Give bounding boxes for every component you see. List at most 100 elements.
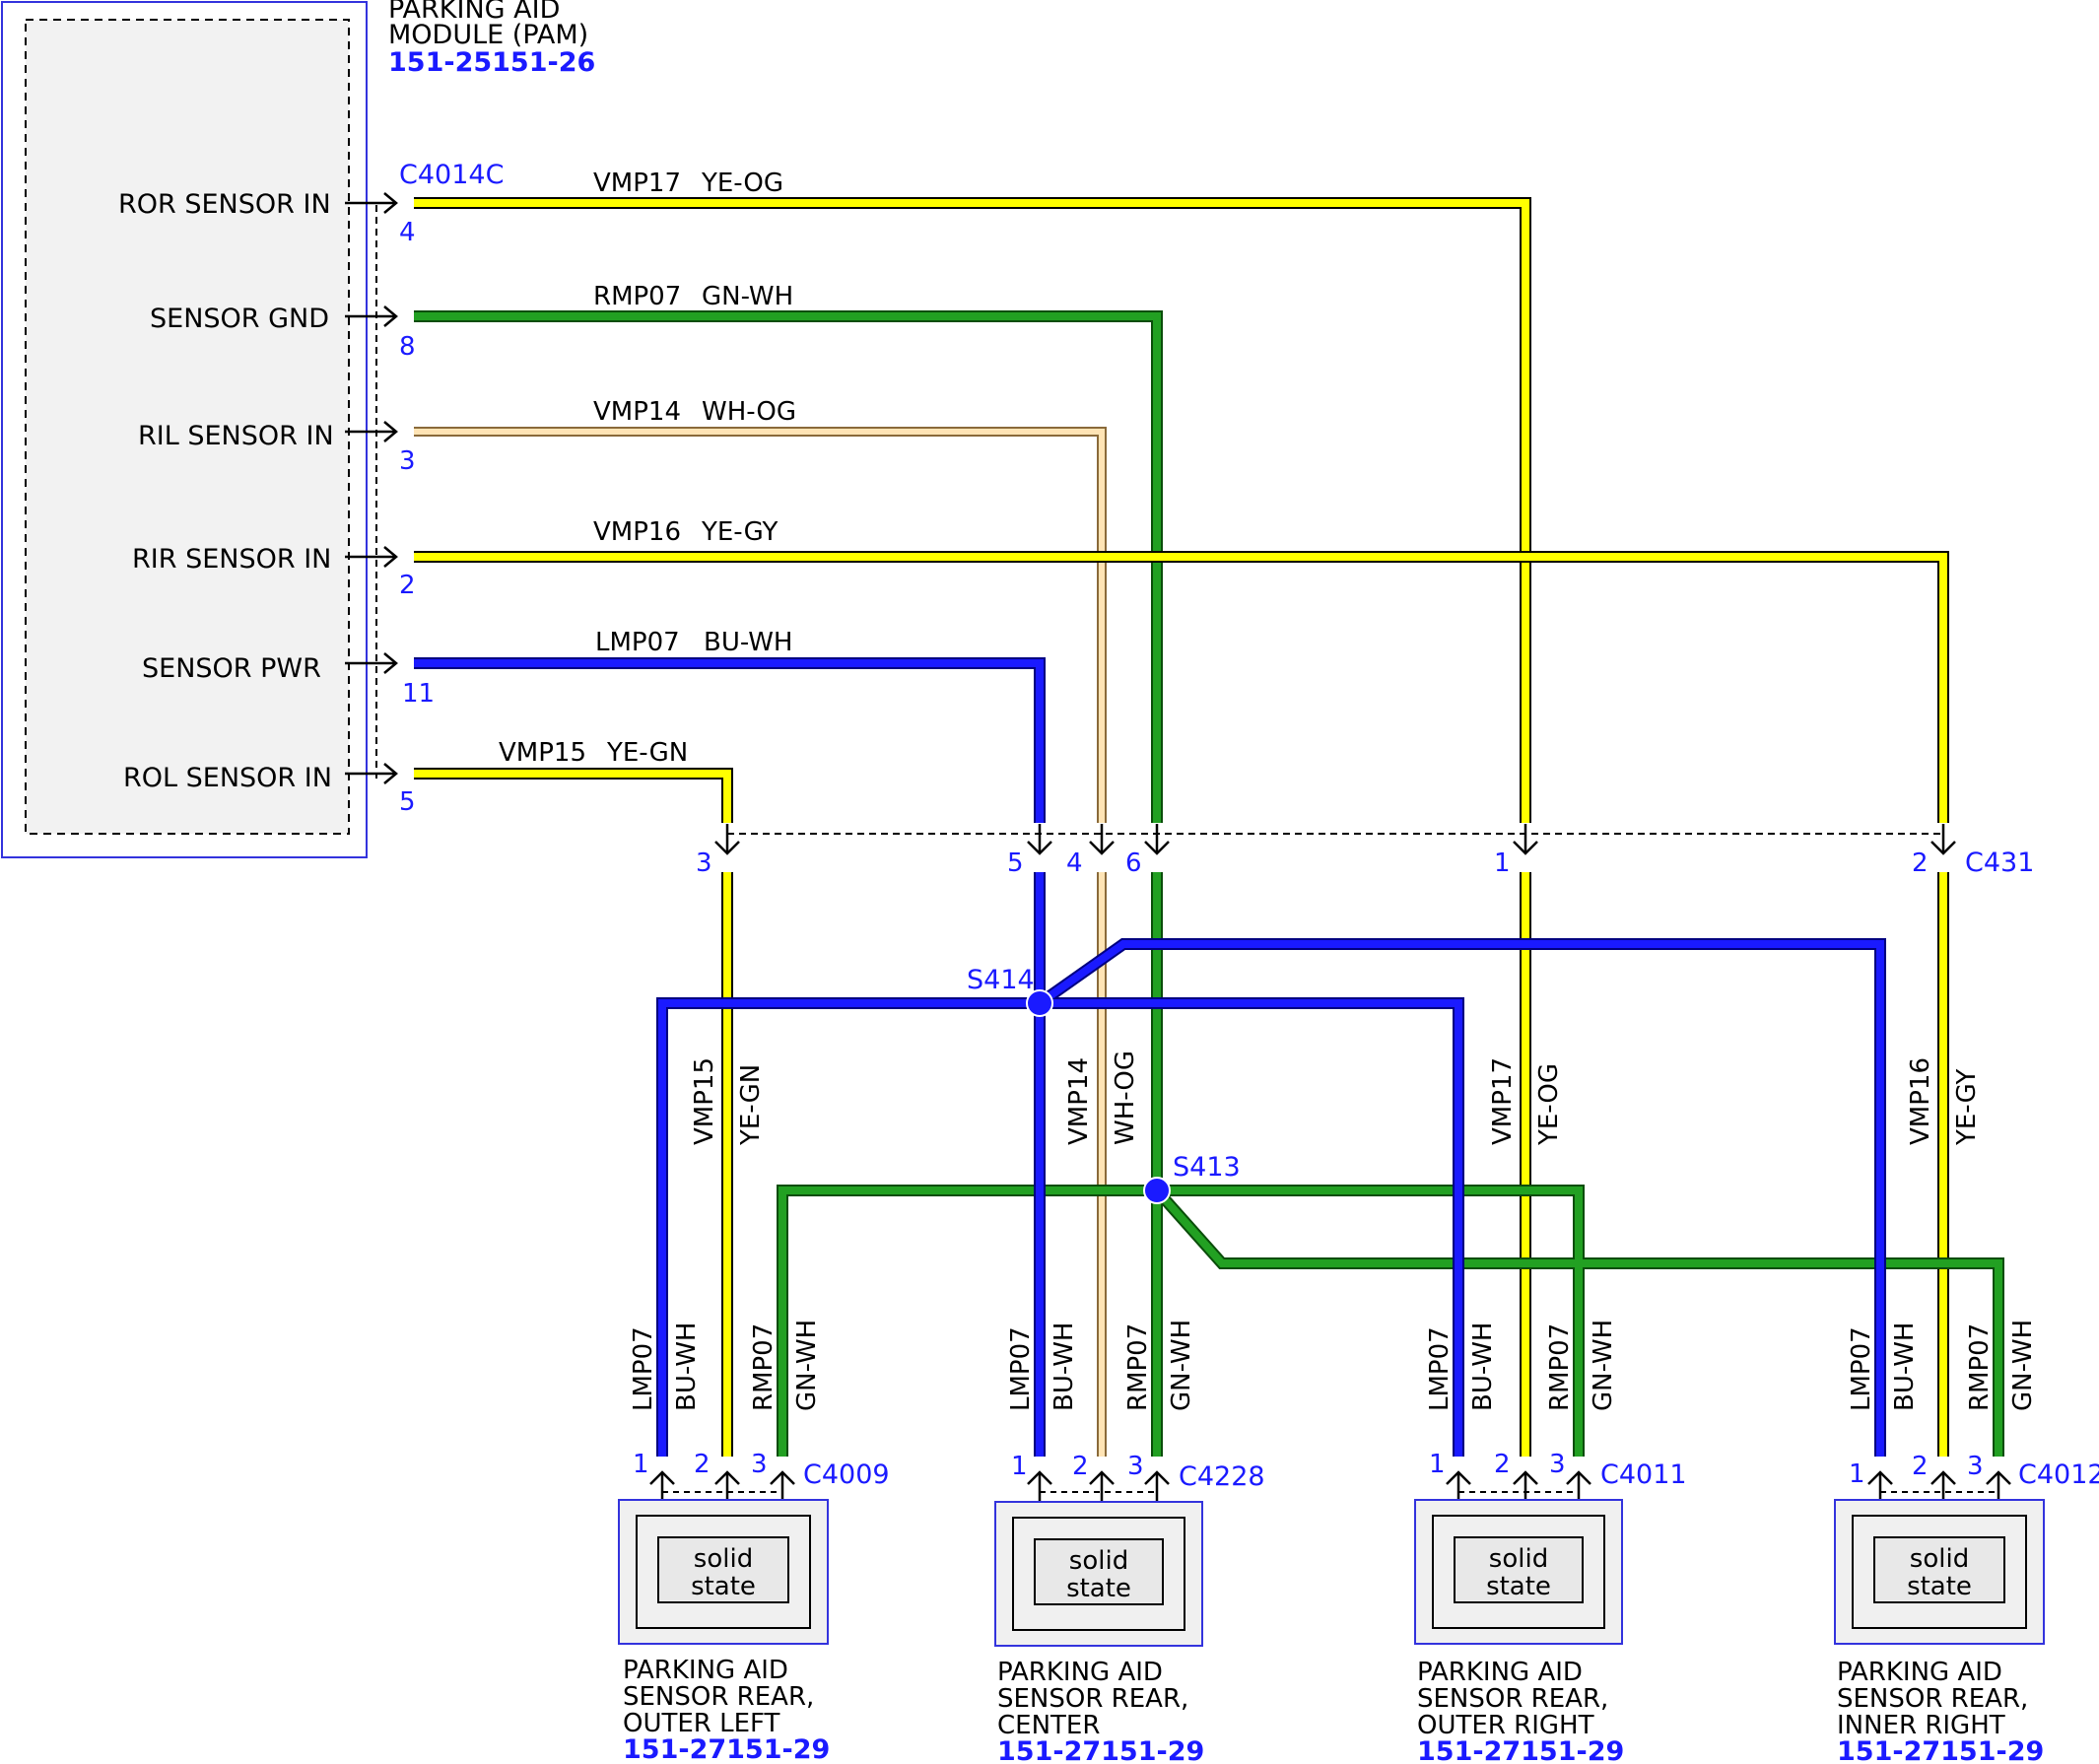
pin-label-pwr: SENSOR PWR — [142, 653, 321, 684]
wire-label-lmp07: LMP07 — [595, 628, 680, 657]
svg-text:SENSOR REAR,: SENSOR REAR, — [1417, 1684, 1608, 1714]
wire-label-vmp16: VMP16 — [593, 517, 681, 547]
svg-text:RMP07: RMP07 — [1965, 1323, 1995, 1411]
wire-label-rmp07: RMP07 — [593, 282, 681, 311]
svg-text:1: 1 — [1011, 1452, 1028, 1481]
svg-text:151-27151-29: 151-27151-29 — [1837, 1736, 2044, 1764]
wire-vmp15-upper — [414, 768, 733, 823]
splice-s413 — [1143, 1177, 1171, 1204]
pin-label-rol: ROL SENSOR IN — [123, 763, 332, 793]
svg-text:PARKING AID: PARKING AID — [997, 1658, 1163, 1687]
svg-text:1: 1 — [633, 1450, 649, 1479]
pin-number-rir: 2 — [399, 571, 416, 600]
svg-text:151-27151-29: 151-27151-29 — [1417, 1736, 1624, 1764]
c431-name: C431 — [1965, 848, 2034, 878]
svg-text:3: 3 — [1549, 1450, 1566, 1479]
svg-text:RMP07: RMP07 — [749, 1323, 779, 1411]
svg-text:1: 1 — [1429, 1450, 1446, 1479]
svg-text:3: 3 — [751, 1450, 768, 1479]
splice-s414 — [1026, 989, 1053, 1017]
svg-text:SENSOR REAR,: SENSOR REAR, — [1837, 1684, 2028, 1714]
svg-text:solid: solid — [1069, 1546, 1128, 1576]
svg-text:PARKING AID: PARKING AID — [1417, 1658, 1583, 1687]
svg-text:BU-WH: BU-WH — [1468, 1323, 1498, 1411]
wire-label-yeog: YE-OG — [701, 169, 783, 198]
pin-number-rol: 5 — [399, 787, 416, 817]
svg-text:state: state — [1907, 1572, 1972, 1601]
svg-text:VMP14: VMP14 — [1064, 1057, 1094, 1145]
svg-text:GN-WH: GN-WH — [792, 1320, 822, 1411]
c431-pin-6: 6 — [1125, 848, 1142, 878]
svg-text:BU-WH: BU-WH — [672, 1323, 702, 1411]
svg-text:GN-WH: GN-WH — [1589, 1320, 1618, 1411]
svg-text:LMP07: LMP07 — [1006, 1326, 1036, 1411]
svg-text:YE-GY: YE-GY — [1952, 1069, 1982, 1146]
svg-text:PARKING AID: PARKING AID — [623, 1656, 788, 1685]
wire-label-yegy: YE-GY — [701, 517, 778, 547]
c431-pin-5: 5 — [1007, 848, 1024, 878]
sensor-inner-right: 1 2 3 C4012 solid state PARKING AID SENS… — [1834, 1452, 2099, 1764]
drop-labels: LMP07 BU-WH RMP07 GN-WH LMP07 BU-WH RMP0… — [629, 1320, 2038, 1411]
wire-label-vmp17: VMP17 — [593, 169, 681, 198]
svg-text:C4228: C4228 — [1179, 1461, 1265, 1492]
vertical-signal-labels: VMP15 YE-GN VMP14 WH-OG VMP17 YE-OG VMP1… — [690, 1051, 1982, 1146]
module-connector-name: C4014C — [399, 160, 504, 190]
splice-s414-label: S414 — [967, 965, 1035, 995]
svg-text:BU-WH: BU-WH — [1050, 1323, 1079, 1411]
pin-number-pwr: 11 — [402, 679, 435, 709]
module-title-line2: MODULE (PAM) — [388, 20, 588, 50]
c431-pin-1: 1 — [1494, 848, 1511, 878]
sensor-outer-left: 1 2 3 C4009 solid state PARKING AID SENS… — [618, 1450, 890, 1764]
wire-label-yegn: YE-GN — [606, 738, 688, 768]
svg-text:151-27151-29: 151-27151-29 — [997, 1736, 1204, 1764]
splice-s413-label: S413 — [1173, 1152, 1241, 1183]
svg-text:2: 2 — [1072, 1452, 1089, 1481]
svg-text:SENSOR REAR,: SENSOR REAR, — [997, 1684, 1188, 1714]
c431-chevrons — [714, 824, 1956, 855]
svg-text:C4012: C4012 — [2018, 1459, 2099, 1490]
wire-label-vmp14: VMP14 — [593, 397, 681, 427]
svg-text:RMP07: RMP07 — [1545, 1323, 1575, 1411]
svg-text:CENTER: CENTER — [997, 1711, 1100, 1740]
svg-text:RMP07: RMP07 — [1123, 1323, 1153, 1411]
svg-text:INNER RIGHT: INNER RIGHT — [1837, 1711, 2005, 1740]
svg-text:LMP07: LMP07 — [1425, 1326, 1455, 1411]
svg-text:BU-WH: BU-WH — [1890, 1323, 1920, 1411]
svg-text:LMP07: LMP07 — [629, 1326, 658, 1411]
module-inner-box — [25, 19, 350, 835]
svg-text:2: 2 — [694, 1450, 711, 1479]
wire-label-gnwh: GN-WH — [702, 282, 793, 311]
wire-label-buwh: BU-WH — [704, 628, 792, 657]
svg-text:151-27151-29: 151-27151-29 — [623, 1734, 830, 1764]
pin-label-ril: RIL SENSOR IN — [138, 421, 334, 451]
svg-text:SENSOR REAR,: SENSOR REAR, — [623, 1682, 814, 1712]
pin-label-ror: ROR SENSOR IN — [118, 189, 331, 220]
svg-text:state: state — [691, 1572, 756, 1601]
pin-label-rir: RIR SENSOR IN — [132, 544, 331, 575]
c431-pin-4: 4 — [1066, 848, 1083, 878]
svg-text:2: 2 — [1912, 1452, 1929, 1481]
wire-vmp16-upper — [414, 551, 1949, 823]
svg-text:state: state — [1486, 1572, 1551, 1601]
svg-text:LMP07: LMP07 — [1847, 1326, 1876, 1411]
svg-text:1: 1 — [1849, 1459, 1865, 1489]
svg-text:2: 2 — [1494, 1450, 1511, 1479]
svg-text:3: 3 — [1127, 1452, 1144, 1481]
svg-text:solid: solid — [1489, 1544, 1548, 1574]
svg-text:GN-WH: GN-WH — [2008, 1320, 2038, 1411]
pin-number-ril: 3 — [399, 446, 416, 476]
svg-text:VMP17: VMP17 — [1488, 1057, 1518, 1145]
svg-text:GN-WH: GN-WH — [1167, 1320, 1196, 1411]
svg-text:OUTER LEFT: OUTER LEFT — [623, 1709, 780, 1738]
sensor-outer-right: 1 2 3 C4011 solid state PARKING AID SENS… — [1414, 1450, 1687, 1764]
svg-text:OUTER RIGHT: OUTER RIGHT — [1417, 1711, 1594, 1740]
pin-number-gnd: 8 — [399, 332, 416, 362]
wire-label-whog: WH-OG — [702, 397, 796, 427]
svg-text:C4011: C4011 — [1600, 1459, 1687, 1490]
svg-text:VMP16: VMP16 — [1906, 1057, 1935, 1145]
svg-text:PARKING AID: PARKING AID — [1837, 1658, 2002, 1687]
svg-text:solid: solid — [1910, 1544, 1969, 1574]
svg-text:C4009: C4009 — [803, 1459, 890, 1490]
pin-number-ror: 4 — [399, 218, 416, 247]
